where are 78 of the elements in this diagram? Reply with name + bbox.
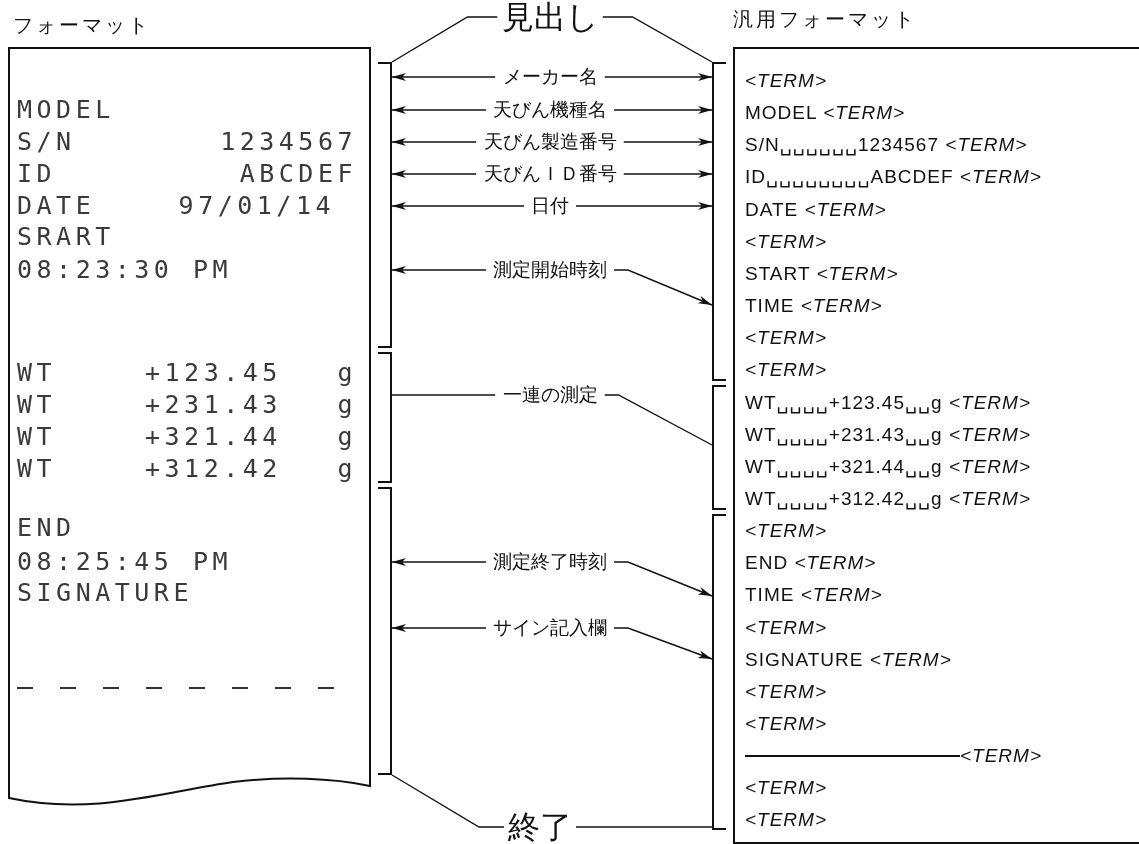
printed-text: +231.43: [145, 391, 282, 419]
output-line: <TERM>: [745, 69, 828, 93]
printed-text: WT: [17, 359, 57, 387]
leader-line: [391, 774, 505, 828]
printed-text: g: [337, 359, 357, 387]
printed-text: END: [17, 514, 76, 542]
format-heading: フォーマット: [13, 13, 151, 37]
output-line: <TERM>: [745, 776, 828, 801]
printed-text: ABCDEF: [239, 160, 357, 188]
printed-text: 1234567: [220, 128, 357, 156]
output-line: <TERM>: [745, 679, 828, 704]
arrow: [391, 138, 478, 146]
printed-text: g: [337, 423, 357, 451]
output-line: WT␣␣␣␣+312.42␣␣g <TERM>: [745, 486, 1031, 511]
printed-text: S/N: [17, 128, 76, 156]
arrow: [622, 138, 713, 146]
output-line: <TERM>: [745, 519, 828, 544]
printed-text: 08:25:45 PM: [17, 548, 233, 576]
leader-line: [391, 394, 497, 396]
printed-text: DATE: [17, 192, 96, 220]
output-line: <TERM>: [745, 358, 828, 383]
output-line: MODEL <TERM>: [745, 101, 906, 126]
arrow: [391, 73, 497, 81]
arrow: [391, 558, 487, 566]
output-line: DATE <TERM>: [745, 197, 887, 222]
arrow: [391, 624, 487, 632]
printed-text: MODEL: [17, 96, 115, 124]
printed-text: ID: [17, 160, 57, 188]
output-line: <TERM>: [745, 326, 828, 351]
arrow: [613, 106, 713, 114]
printed-text: g: [337, 391, 357, 419]
output-line: WT␣␣␣␣+321.44␣␣g <TERM>: [745, 454, 1031, 479]
output-line: END <TERM>: [745, 551, 877, 576]
leader-line: [601, 16, 713, 63]
printed-text: +312.42: [145, 455, 282, 483]
bracket: [712, 62, 726, 381]
output-line: <TERM>: [745, 712, 828, 736]
printed-text: +123.45: [145, 359, 282, 387]
printed-text: +321.44: [145, 423, 282, 451]
output-line: <TERM>: [745, 808, 828, 833]
arrow: [391, 202, 525, 210]
bracket: [712, 385, 726, 510]
bracket: [712, 514, 726, 830]
leader-line: [603, 394, 713, 446]
output-line: S/N␣␣␣␣␣␣1234567 <TERM>: [745, 133, 1028, 158]
format-heading: 汎用フォーマット: [733, 7, 917, 31]
output-line: TIME <TERM>: [745, 583, 883, 608]
output-line: <TERM>: [960, 744, 1043, 769]
printed-text: 08:23:30 PM: [17, 256, 233, 284]
output-line: WT␣␣␣␣+231.43␣␣g <TERM>: [745, 422, 1031, 447]
printed-text: WT: [17, 455, 57, 483]
printed-text: g: [337, 455, 357, 483]
arrow: [622, 170, 713, 178]
arrow: [391, 170, 478, 178]
arrow: [575, 202, 713, 210]
bracket: [378, 352, 392, 483]
arrow: [391, 266, 487, 274]
output-line: <TERM>: [745, 615, 828, 640]
arrow: [613, 269, 713, 306]
leader-line: [391, 16, 499, 63]
arrow: [603, 73, 713, 81]
printed-text: 97/01/14: [178, 192, 335, 220]
output-line: TIME <TERM>: [745, 294, 883, 319]
bracket: [378, 487, 392, 775]
arrow: [391, 106, 487, 114]
printed-text: WT: [17, 391, 57, 419]
output-line: ID␣␣␣␣␣␣␣␣ABCDEF <TERM>: [745, 165, 1042, 190]
output-line: SIGNATURE <TERM>: [745, 647, 952, 672]
bracket: [378, 62, 392, 348]
printed-text: WT: [17, 423, 57, 451]
printed-text: SIGNATURE: [17, 579, 193, 607]
arrow: [613, 627, 713, 660]
output-line: START <TERM>: [745, 261, 899, 286]
output-line: <TERM>: [745, 229, 828, 254]
output-line: WT␣␣␣␣+123.45␣␣g <TERM>: [745, 390, 1031, 415]
arrow: [613, 561, 713, 597]
leader-line: [575, 826, 713, 828]
printed-text: SRART: [17, 223, 115, 251]
